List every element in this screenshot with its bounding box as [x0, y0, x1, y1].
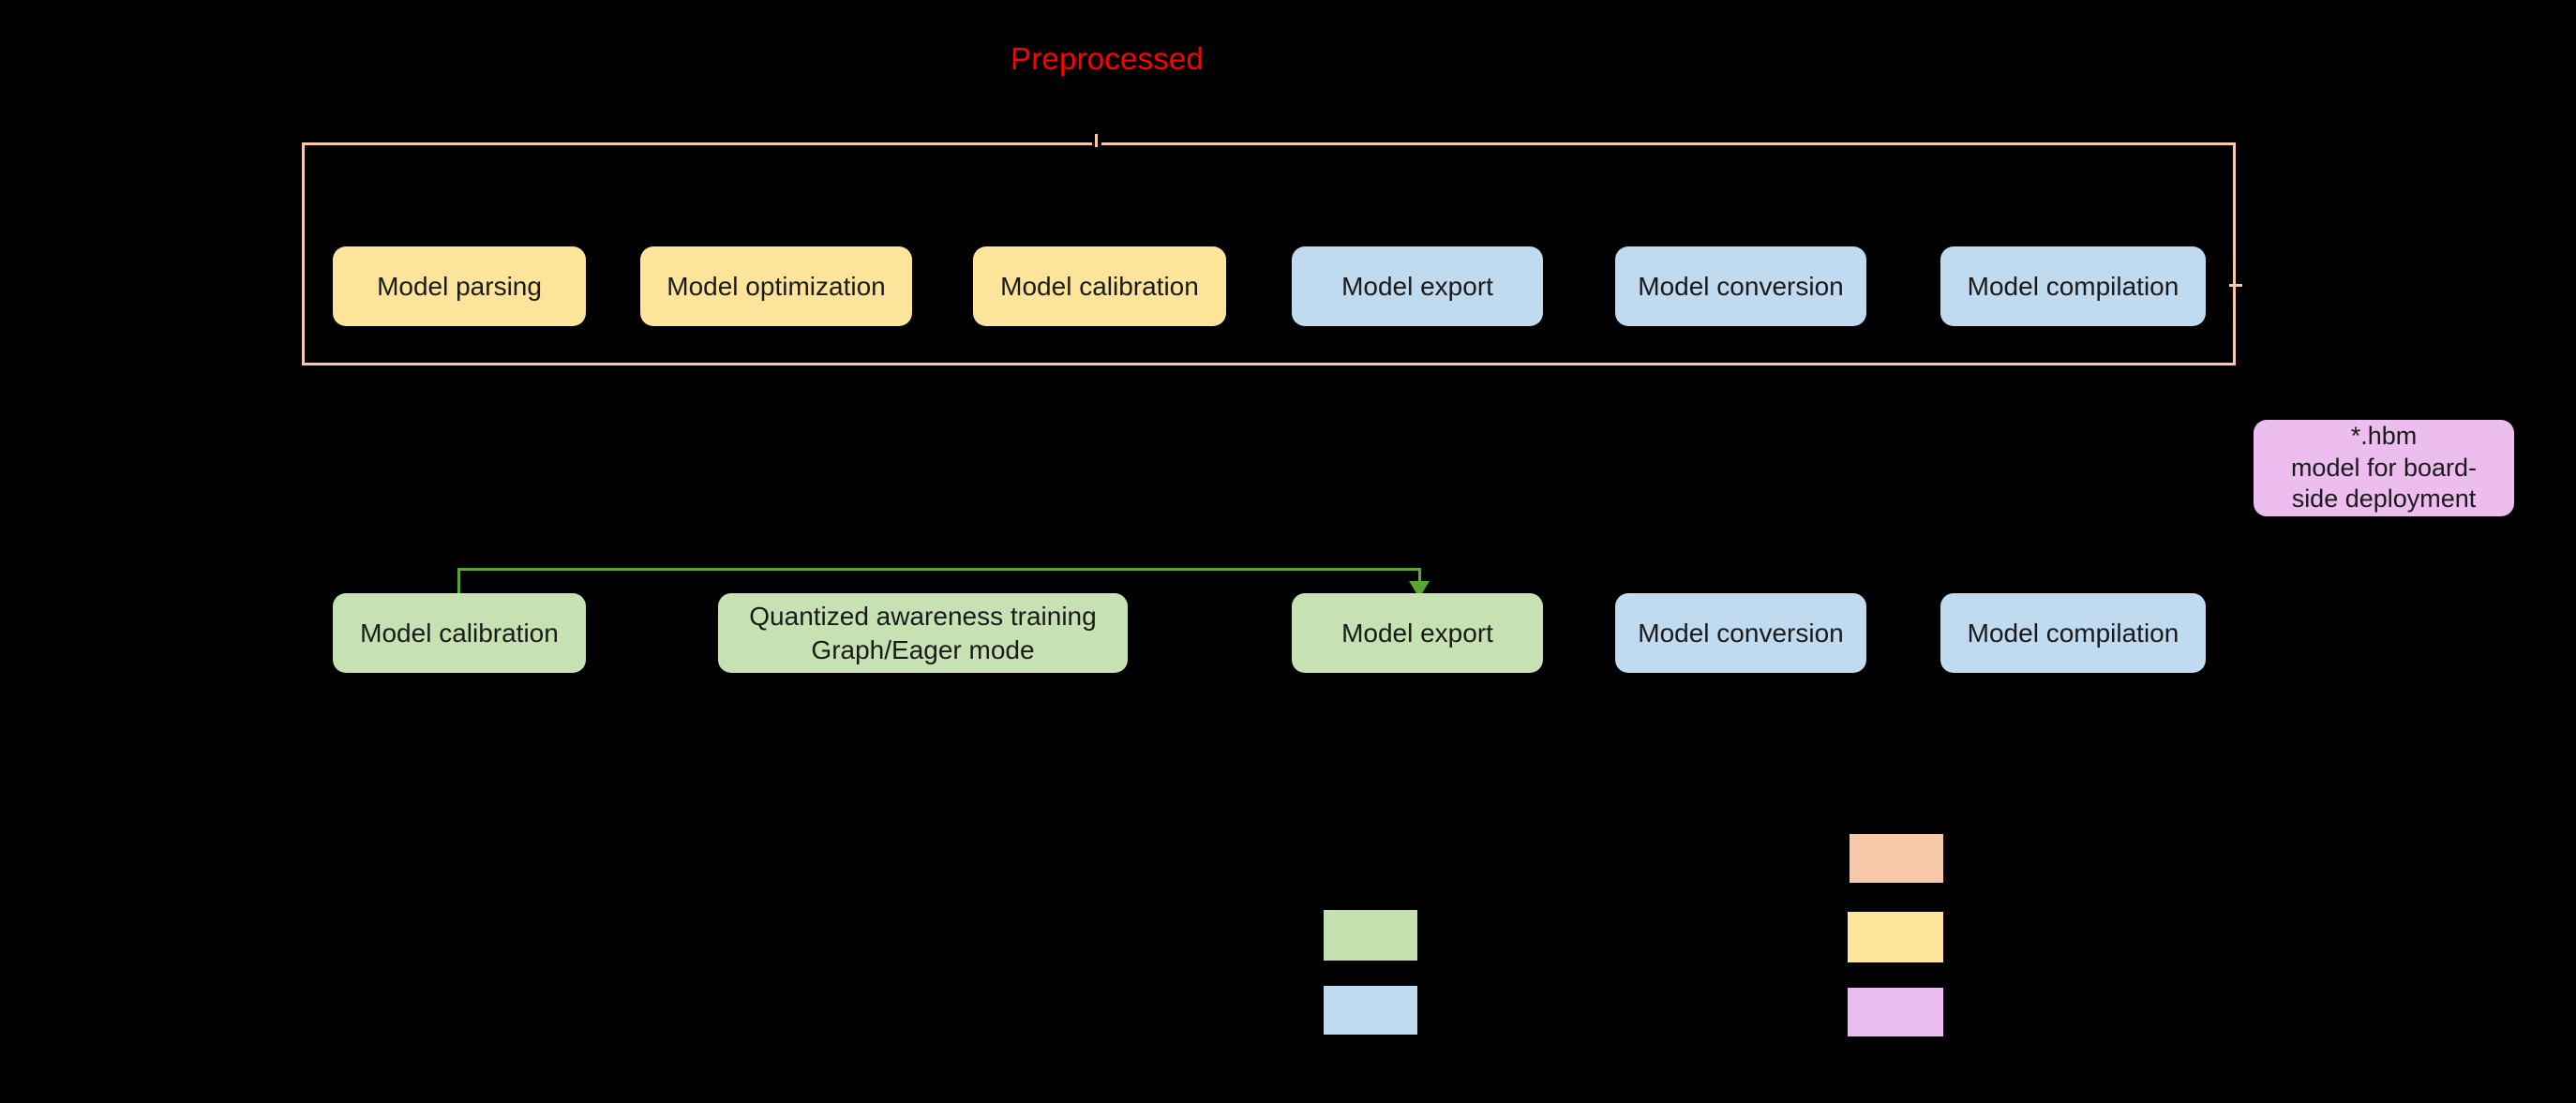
- node-label: *.hbm model for board- side deployment: [2290, 421, 2478, 514]
- node-model-parsing[interactable]: Model parsing: [333, 246, 586, 326]
- node-model-compilation-row1[interactable]: Model compilation: [1940, 246, 2206, 326]
- node-label: Model export: [1341, 618, 1493, 648]
- node-model-export-row1[interactable]: Model export: [1292, 246, 1543, 326]
- node-hbm-output[interactable]: *.hbm model for board- side deployment: [2254, 420, 2514, 516]
- node-label: Model conversion: [1638, 271, 1844, 301]
- connector-vertical-end: [1418, 568, 1421, 587]
- connector-vertical-start: [457, 570, 460, 594]
- group-frame-title-connector: [1095, 134, 1098, 147]
- node-model-conversion-row1[interactable]: Model conversion: [1615, 246, 1866, 326]
- node-label: Model compilation: [1967, 271, 2179, 301]
- legend-swatch-purple: [1848, 988, 1943, 1036]
- node-label: Model calibration: [1000, 271, 1199, 301]
- node-label: Model optimization: [666, 271, 886, 301]
- page-title: Preprocessed: [1011, 41, 1205, 76]
- legend-swatch-peach: [1850, 834, 1943, 883]
- legend-swatch-yellow: [1848, 912, 1943, 962]
- node-model-optimization[interactable]: Model optimization: [640, 246, 912, 326]
- preprocessed-group-frame: [302, 142, 2236, 365]
- node-label: Model export: [1341, 271, 1493, 301]
- node-model-calibration-row2[interactable]: Model calibration: [333, 593, 586, 673]
- legend-swatch-blue: [1324, 986, 1417, 1035]
- node-label: Quantized awareness training Graph/Eager…: [749, 601, 1097, 664]
- node-model-calibration-row1[interactable]: Model calibration: [973, 246, 1226, 326]
- node-label: Model parsing: [377, 271, 542, 301]
- node-model-conversion-row2[interactable]: Model conversion: [1615, 593, 1866, 673]
- node-model-compilation-row2[interactable]: Model compilation: [1940, 593, 2206, 673]
- connector-horizontal: [457, 568, 1421, 571]
- node-label: Model compilation: [1967, 618, 2179, 648]
- legend-swatch-green: [1324, 910, 1417, 961]
- node-quantized-awareness-training[interactable]: Quantized awareness training Graph/Eager…: [718, 593, 1128, 673]
- node-label: Model calibration: [360, 618, 559, 648]
- node-label: Model conversion: [1638, 618, 1844, 648]
- node-model-export-row2[interactable]: Model export: [1292, 593, 1543, 673]
- group-frame-right-connector: [2229, 284, 2242, 287]
